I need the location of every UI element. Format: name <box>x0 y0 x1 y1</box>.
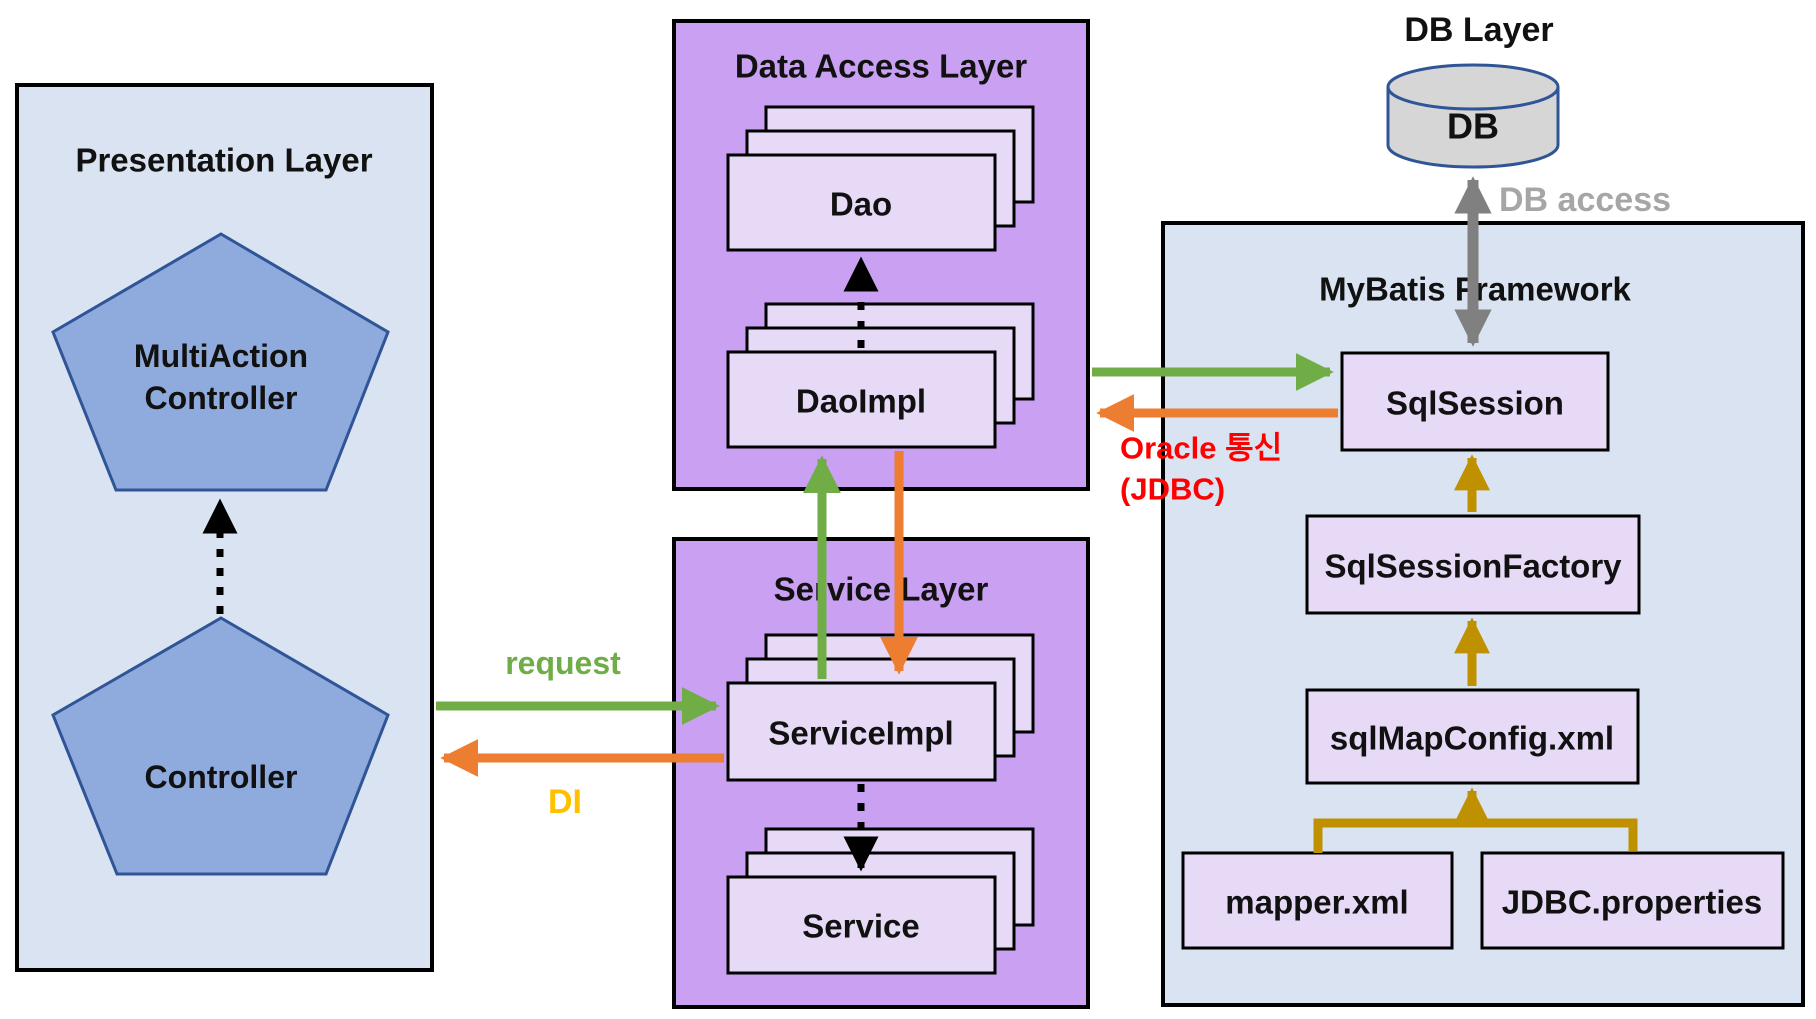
di-label: DI <box>548 783 582 821</box>
db-label: DB <box>1447 106 1499 147</box>
sqlsessionfactory-label: SqlSessionFactory <box>1324 548 1622 585</box>
db-layer-title: DB Layer <box>1404 11 1553 49</box>
sqlsession-label: SqlSession <box>1386 385 1564 422</box>
mapper-xml-label: mapper.xml <box>1225 884 1408 921</box>
request-label: request <box>505 645 621 681</box>
jdbc-properties-box <box>1480 851 1785 950</box>
multiaction-controller-label-line1: MultiAction <box>134 338 308 374</box>
sqlsessionfactory-box <box>1305 514 1641 615</box>
oracle-jdbc-label-line2: (JDBC) <box>1120 472 1225 507</box>
service-layer-title: Service Layer <box>774 571 989 608</box>
db-cylinder-top <box>1386 63 1560 111</box>
serviceimpl-label: ServiceImpl <box>768 715 953 752</box>
sqlmapconfig-label: sqlMapConfig.xml <box>1330 720 1614 757</box>
data-access-layer-title: Data Access Layer <box>735 48 1027 85</box>
daoimpl-box <box>726 350 997 449</box>
sqlsession-box <box>1340 351 1610 452</box>
sqlmapconfig-box <box>1305 688 1640 785</box>
serviceimpl-box <box>726 681 997 782</box>
daoimpl-label: DaoImpl <box>796 383 926 420</box>
controller-pentagon <box>51 616 390 876</box>
service-box <box>726 875 997 975</box>
presentation-layer-title: Presentation Layer <box>75 142 372 179</box>
db-access-label: DB access <box>1499 181 1671 219</box>
service-label: Service <box>802 908 919 945</box>
controller-label: Controller <box>145 759 298 795</box>
dao-label: Dao <box>830 186 892 223</box>
mapper-xml-box <box>1181 851 1454 950</box>
dao-box <box>726 153 997 252</box>
multiaction-controller-pentagon <box>51 232 390 492</box>
multiaction-controller-label-line2: Controller <box>145 380 298 416</box>
oracle-jdbc-label-line1: Oracle 통신 <box>1120 431 1282 466</box>
jdbc-properties-label: JDBC.properties <box>1502 884 1762 921</box>
